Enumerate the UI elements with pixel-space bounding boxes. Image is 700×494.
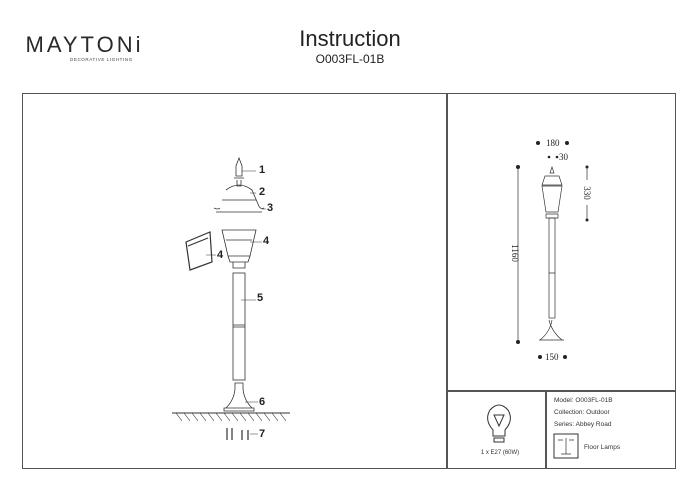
brand-tagline: DECORATIVE LIGHTING [70,57,133,62]
brand-name: MAYTONi [25,32,144,57]
part-label-7: 7 [259,428,266,440]
divider [545,390,547,469]
info-model: Model: O003FL-01B [554,397,613,404]
divider [446,390,676,392]
brand-logo: MAYTONi DECORATIVE LIGHTING [22,32,147,62]
part-label-3: 3 [267,202,274,214]
info-series: Series: Abbey Road [554,421,612,428]
part-label-5: 5 [257,292,264,304]
part-label-6: 6 [259,396,266,408]
dim-width-top: 180 [546,138,560,148]
part-label-2: 2 [259,186,266,198]
info-collection: Collection: Outdoor [554,409,610,416]
page-title: Instruction [299,26,401,51]
info-type: Floor Lamps [584,444,621,451]
part-label-1: 1 [259,164,266,176]
dim-base-width: 150 [545,352,559,362]
model-code: O003FL-01B [315,52,385,66]
part-label-4: 4 [263,235,270,247]
document-frame [22,93,676,469]
divider [446,93,448,469]
dim-offset: 30 [559,152,568,162]
bulb-spec: 1 x E27 (60W) [480,450,520,456]
floor-lamp-icon [553,433,579,459]
part-label-4b: 4 [217,249,224,261]
